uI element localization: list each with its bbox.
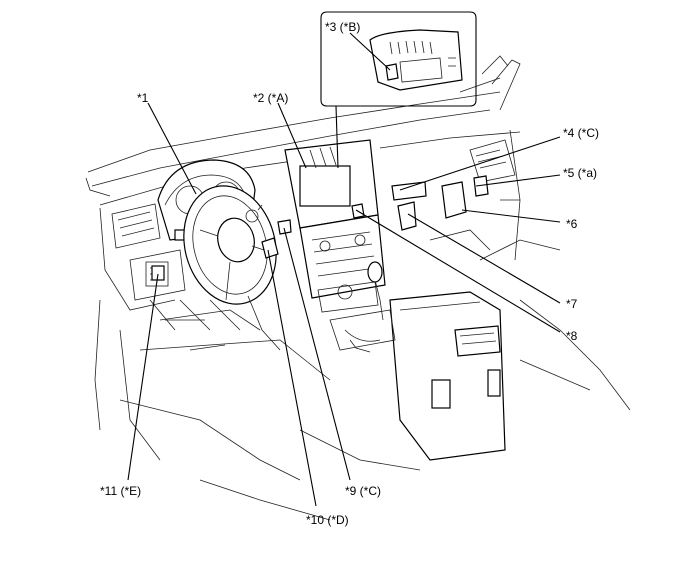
inset-panel [320,11,477,169]
part-10-switch [261,237,279,259]
part-5-connector [473,175,489,197]
callout-2: *2 (*A) [253,91,288,105]
leader-lines [127,32,561,507]
callout-11: *11 (*E) [100,484,141,498]
callout-labels: *1 *2 (*A) *3 (*B) *4 (*C) *5 (*a) *6 *7… [100,20,599,527]
part-6-ecu [441,181,467,219]
callout-10: *10 (*D) [306,513,349,527]
callout-9: *9 (*C) [345,484,381,498]
part-9-connector [277,219,292,235]
steering-wheel [183,185,281,351]
callout-6: *6 [566,217,578,231]
part-7-unit [397,201,417,231]
callout-1: *1 [137,91,149,105]
center-stack [284,139,386,321]
part-11-switch [151,265,165,281]
callout-8: *8 [566,329,578,343]
callout-5: *5 (*a) [563,166,597,180]
callout-7: *7 [566,297,578,311]
center-console [329,291,506,461]
callout-4: *4 (*C) [563,126,599,140]
callout-3: *3 (*B) [325,20,360,34]
part-4-box [391,181,427,201]
